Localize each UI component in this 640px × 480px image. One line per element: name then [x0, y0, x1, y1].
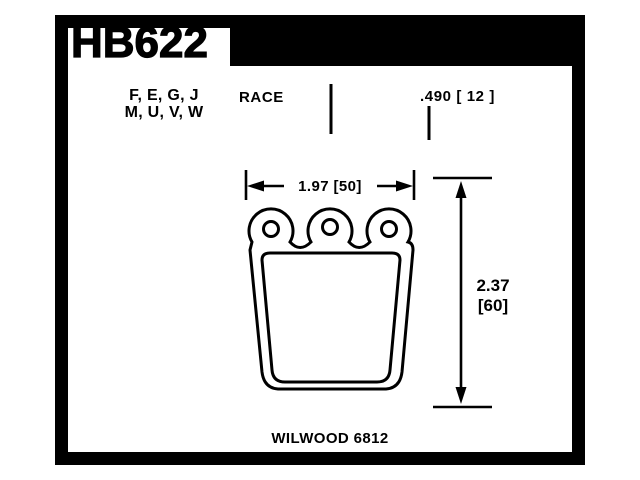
arrow-left-icon	[247, 180, 264, 192]
leader-lines	[329, 84, 431, 140]
pad-friction-material-outline	[260, 251, 402, 384]
arrow-down-icon	[455, 387, 467, 404]
compound-codes-line2: M, U, V, W	[124, 104, 204, 121]
header-black-bar	[230, 15, 585, 66]
width-dimension	[244, 170, 416, 200]
width-dimension-label: 1.97 [50]	[298, 178, 362, 195]
part-number: HB622	[70, 18, 208, 67]
mounting-hole-right	[380, 220, 398, 238]
brake-pad-outline	[247, 207, 415, 391]
compound-codes: F, E, G, J M, U, V, W	[112, 87, 216, 121]
compound-codes-line1: F, E, G, J	[129, 87, 199, 104]
category-label: RACE	[239, 89, 284, 106]
mounting-hole-middle	[321, 218, 339, 236]
height-dimension-bracket: [60]	[477, 296, 509, 315]
thickness-label: .490 [ 12 ]	[420, 88, 495, 105]
height-dimension-value: 2.37	[476, 276, 510, 295]
mounting-hole-left	[262, 220, 280, 238]
height-dimension-label: 2.37 [60]	[463, 276, 523, 316]
arrow-up-icon	[455, 181, 467, 198]
arrow-right-icon	[396, 180, 413, 192]
height-dimension	[433, 176, 492, 409]
pad-backing-plate-outline	[247, 207, 415, 391]
caliper-label: WILWOOD 6812	[271, 430, 389, 447]
